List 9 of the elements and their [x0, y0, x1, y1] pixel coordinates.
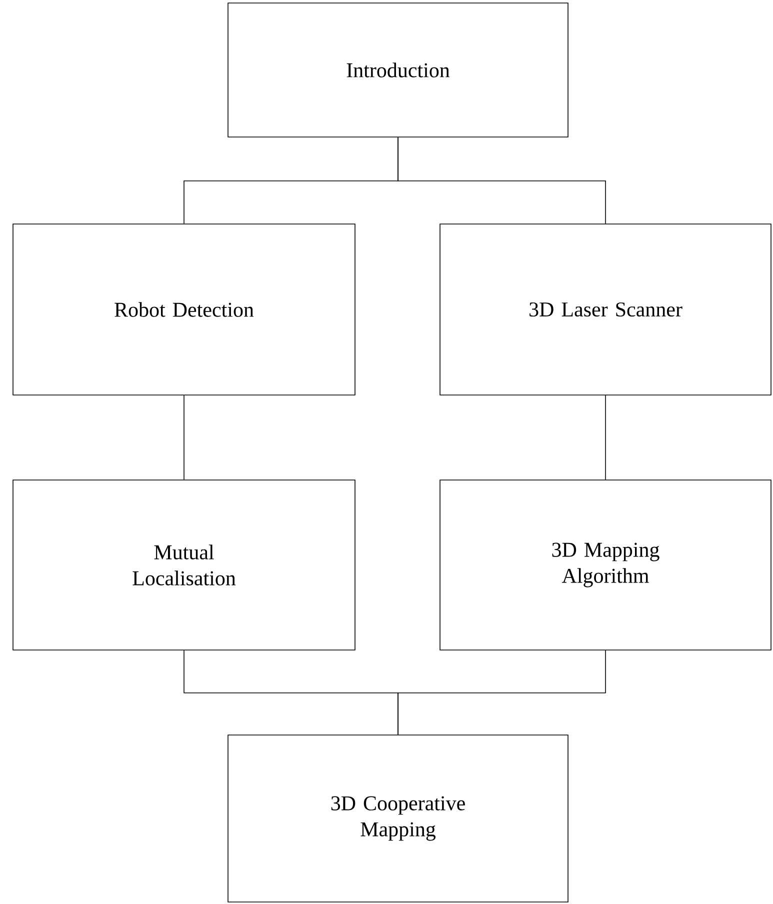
- connector-line: [398, 137, 606, 224]
- connector-line: [398, 650, 606, 735]
- process-box: Mutual Localisation: [12, 480, 356, 650]
- process-box: 3D Cooperative Mapping: [228, 734, 568, 902]
- process-box: 3D Mapping Algorithm: [440, 480, 772, 650]
- connector-line: [605, 395, 606, 480]
- process-box: Robot Detection: [12, 224, 356, 396]
- process-box: 3D Laser Scanner: [440, 224, 772, 396]
- process-box: Introduction: [228, 2, 568, 138]
